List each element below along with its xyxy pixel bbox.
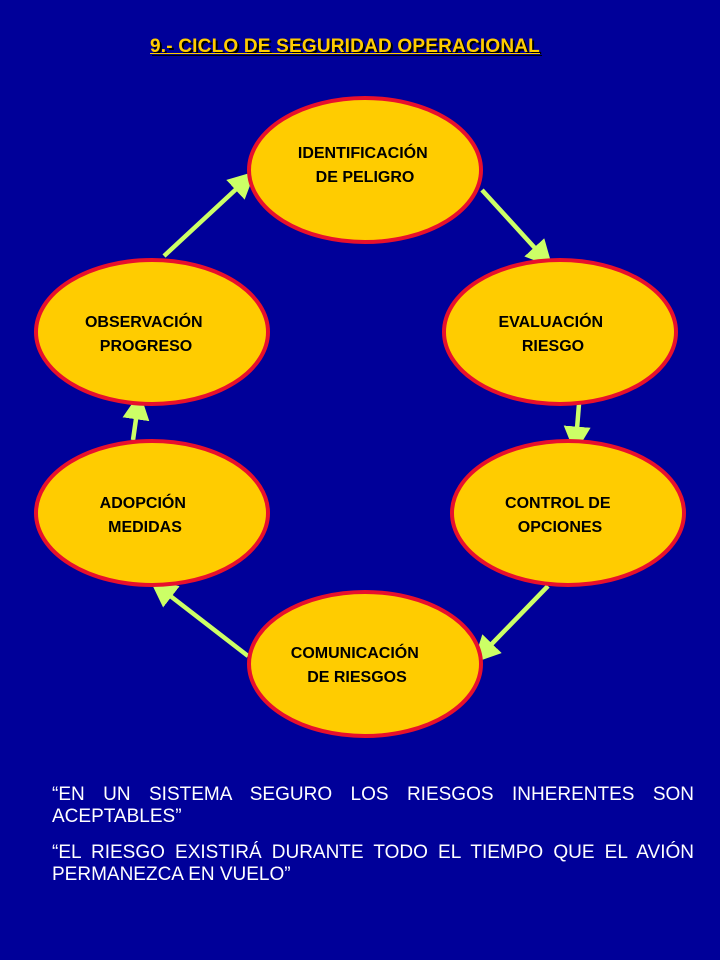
node-evaluacion-line-1: EVALUACIÓN [498,312,603,331]
svg-text:CONTROL DE OPCIONES: CONTROL DE OPCIONES [505,495,615,536]
arrow-evaluacion-to-control [563,403,591,454]
node-evaluacion: EVALUACIÓN RIESGO [442,258,678,406]
arrow-control-to-comunicacion [473,584,550,664]
svg-text:IDENTIFICACIÓN DE PE: IDENTIFICACIÓN DE PELIGRO [298,143,432,186]
svg-text:EVALUACIÓN RIESGO: EVALUACIÓN RIESGO [498,312,607,355]
node-identificacion: IDENTIFICACIÓN DE PELIGRO [247,96,483,244]
arrow-adopcion-to-observacion [122,392,150,441]
node-control: CONTROL DE OPCIONES [450,439,686,587]
svg-text:ADOPCIÓN MEDIDAS: ADOPCIÓN MEDIDAS [100,493,191,536]
node-identificacion-line-1: IDENTIFICACIÓN [298,143,428,162]
node-comunicacion-shape [247,590,483,738]
node-evaluacion-shape [442,258,678,406]
node-comunicacion-line-1: COMUNICACIÓN [291,643,419,662]
node-observacion: OBSERVACIÓN PROGRESO [34,258,270,406]
nodes-layer: IDENTIFICACIÓN DE PELIGRO EVALUACIÓN RIE… [34,96,686,738]
node-adopcion: ADOPCIÓN MEDIDAS [34,439,270,587]
node-adopcion-line-1: ADOPCIÓN [100,493,186,512]
node-observacion-line-1: OBSERVACIÓN [85,312,203,331]
node-observacion-shape [34,258,270,406]
node-adopcion-shape [34,439,270,587]
node-control-line-1: CONTROL DE [505,495,611,512]
node-identificacion-line-2: DE PELIGRO [316,169,415,186]
svg-text:COMUNICACIÓN DE RIES: COMUNICACIÓN DE RIESGOS [291,643,423,686]
arrow-identificacion-to-evaluacion [480,188,553,268]
edges-layer [122,171,591,664]
node-comunicacion-line-2: DE RIESGOS [307,669,407,686]
node-identificacion-shape [247,96,483,244]
arrow-comunicacion-to-adopcion [150,580,250,658]
node-observacion-line-2: PROGRESO [100,338,192,355]
slide-title: 9.- CICLO DE SEGURIDAD OPERACIONAL [150,36,540,57]
quotes-block: “EN UN SISTEMA SEGURO LOS RIESGOS INHERE… [52,784,694,900]
quote-2: “EL RIESGO EXISTIRÁ DURANTE TODO EL TIEM… [52,842,694,885]
node-adopcion-line-2: MEDIDAS [108,519,182,536]
node-control-shape [450,439,686,587]
node-evaluacion-line-2: RIESGO [522,338,584,355]
svg-text:OBSERVACIÓN PROGRESO: OBSERVACIÓN PROGRESO [85,312,207,355]
quote-1: “EN UN SISTEMA SEGURO LOS RIESGOS INHERE… [52,784,694,827]
node-control-line-2: OPCIONES [518,519,603,536]
node-comunicacion: COMUNICACIÓN DE RIESGOS [247,590,483,738]
arrow-observacion-to-identificacion [162,171,256,258]
